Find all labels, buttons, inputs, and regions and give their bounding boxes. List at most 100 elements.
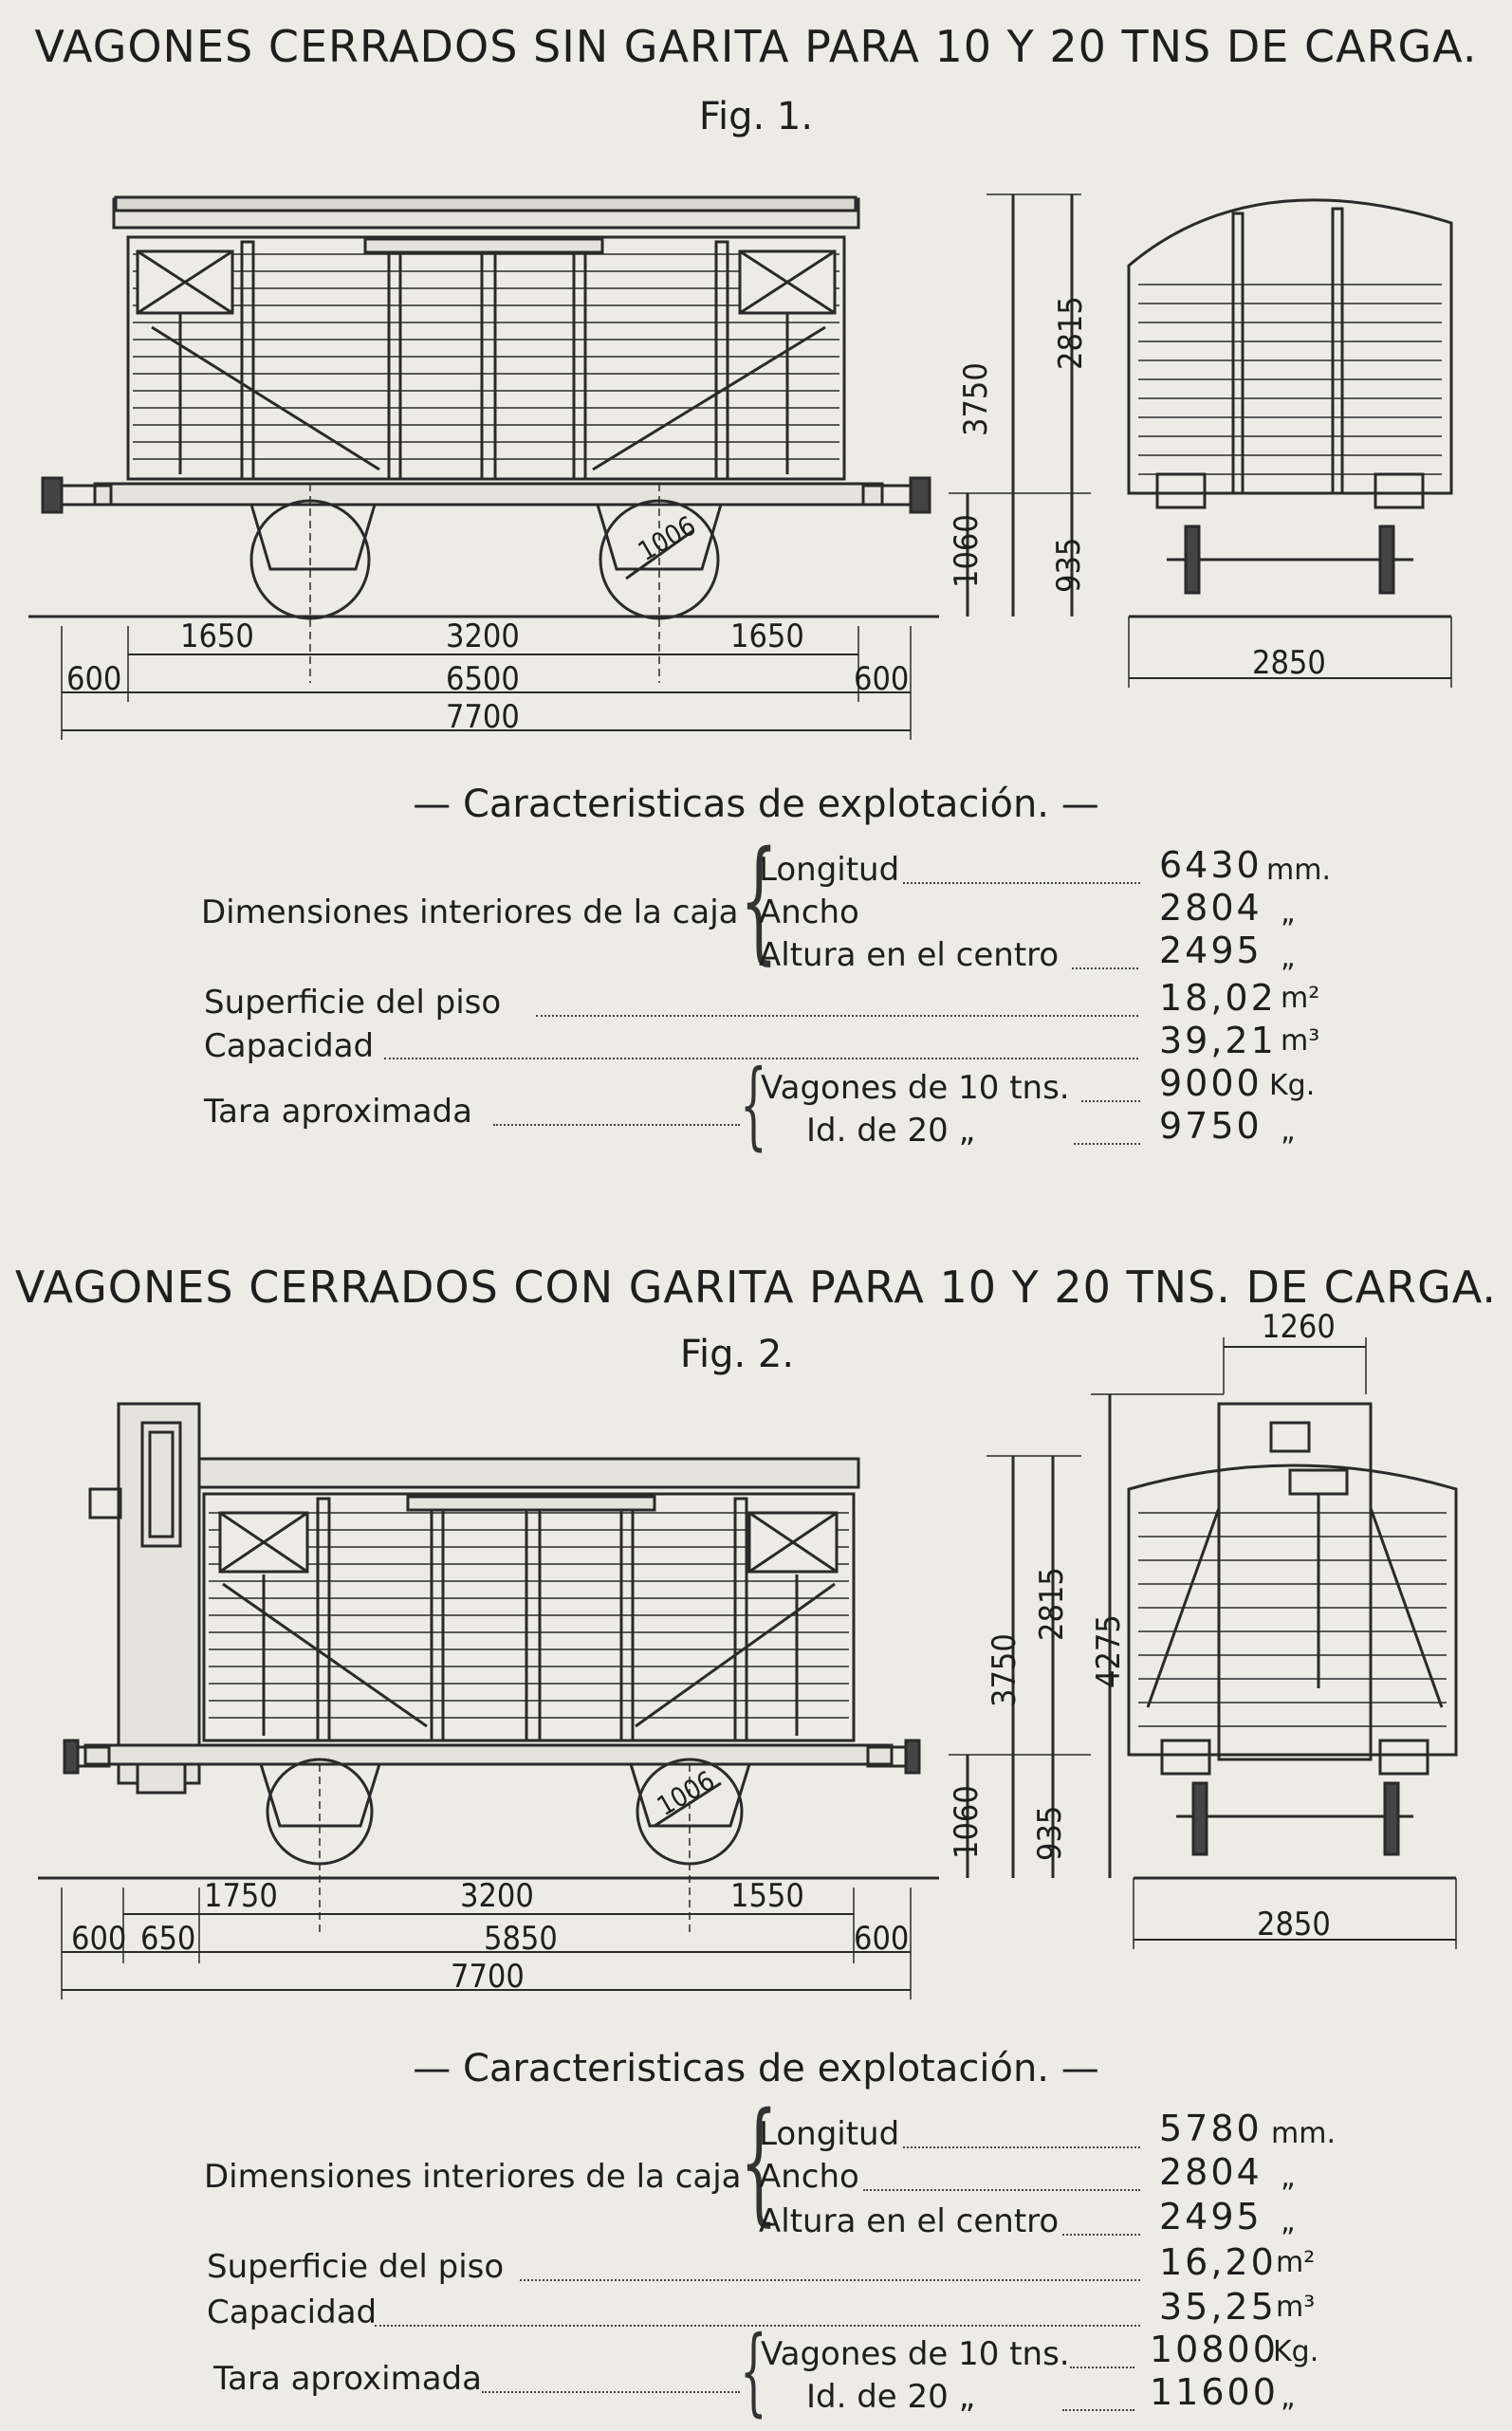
fig2-dim-overhang-left: 1750	[204, 1877, 278, 1915]
fig1-superficie-unit: m²	[1281, 982, 1320, 1015]
fig1-leader	[903, 882, 1140, 884]
fig2-dim-h-floor: 1060	[948, 1785, 986, 1859]
fig2-dim-wheel: 1006	[652, 1764, 720, 1822]
fig2-dim-buffer-right: 600	[854, 1920, 909, 1958]
fig2-altura-unit: „	[1281, 2205, 1296, 2238]
fig1-dim-overall: 7700	[446, 698, 520, 736]
fig2-leader	[375, 2325, 1140, 2327]
fig1-tara20-unit: „	[1281, 1114, 1296, 1148]
fig2-brace-tara: {	[740, 2315, 767, 2426]
fig2-dim-h-total: 3750	[986, 1633, 1023, 1707]
fig2-leader	[1070, 2367, 1134, 2368]
fig1-superficie: Superficie del piso	[204, 984, 502, 1022]
fig2-ancho-unit: „	[1281, 2161, 1296, 2194]
fig2-brace-dims: {	[740, 2085, 779, 2239]
fig1-dim-wheel: 1006	[633, 509, 701, 567]
fig1-leader	[1072, 967, 1138, 969]
fig2-title: VAGONES CERRADOS CON GARITA PARA 10 Y 20…	[14, 1262, 1498, 1313]
fig2-leader	[482, 2391, 740, 2393]
fig2-dim-label: Dimensiones interiores de la caja	[204, 2158, 742, 2196]
fig2-leader	[863, 2189, 1140, 2191]
fig1-dim-h-floor: 1060	[948, 514, 986, 588]
fig2-superficie-unit: m²	[1276, 2246, 1316, 2279]
fig1-altura-val: 2495	[1159, 930, 1263, 971]
fig1-dim-width: 2850	[1252, 644, 1326, 682]
fig2-tara10-val: 10800	[1150, 2329, 1279, 2370]
fig2-dim-overhang-right: 1550	[730, 1877, 804, 1915]
fig1-brace-dims: {	[740, 823, 779, 978]
fig2-dim-h-cab: 4275	[1090, 1614, 1128, 1688]
fig2-dim-h-body: 2815	[1033, 1567, 1071, 1641]
fig2-dim-overall: 7700	[451, 1958, 525, 1996]
fig2-ancho: Ancho	[759, 2158, 859, 2196]
fig1-longitud: Longitud	[759, 851, 900, 889]
fig1-tara10-val: 9000	[1159, 1062, 1263, 1104]
fig1-tara: Tara aproximada	[204, 1093, 472, 1131]
fig1-altura-unit: „	[1281, 941, 1296, 974]
fig2-leader	[1062, 2409, 1134, 2411]
fig2-capacidad-val: 35,25	[1159, 2286, 1277, 2328]
fig1-dim-h-under: 935	[1050, 538, 1088, 593]
fig1-longitud-val: 6430	[1159, 844, 1263, 886]
fig1-label: Fig. 1.	[698, 95, 814, 138]
fig1-longitud-unit: mm.	[1266, 854, 1331, 887]
fig2-tara20: Id. de 20 „	[806, 2378, 976, 2416]
fig1-dim-label: Dimensiones interiores de la caja	[201, 893, 739, 931]
fig2-ancho-val: 2804	[1159, 2151, 1263, 2193]
fig1-capacidad-val: 39,21	[1159, 1020, 1277, 1061]
fig2-drawing: 1260 4275 3750 2815 1060 935 1006 1750 3…	[38, 1308, 1458, 1999]
fig2-label: Fig. 2.	[679, 1333, 795, 1376]
fig1-drawing: 3750 2815 1060 935 1006 1650 3200 1650 6…	[28, 193, 1453, 740]
fig2-capacidad-unit: m³	[1276, 2291, 1316, 2324]
fig1-dim-wheelbase: 3200	[446, 617, 520, 655]
fig2-dim-cab: 650	[140, 1920, 195, 1958]
fig2-dim-frame: 5850	[484, 1920, 558, 1958]
fig1-tara10: Vagones de 10 tns.	[761, 1069, 1070, 1107]
fig1-title: VAGONES CERRADOS SIN GARITA PARA 10 Y 20…	[34, 21, 1478, 72]
fig2-leader	[520, 2279, 1140, 2281]
fig2-leader	[903, 2146, 1140, 2148]
fig2-tara10: Vagones de 10 tns.	[761, 2335, 1070, 2373]
fig1-dim-h-body: 2815	[1052, 296, 1090, 370]
fig2-longitud: Longitud	[759, 2115, 900, 2153]
fig2-tara10-unit: Kg.	[1273, 2335, 1319, 2368]
fig1-leader	[536, 1015, 1138, 1017]
fig2-altura-val: 2495	[1159, 2196, 1263, 2238]
fig2-tara: Tara aproximada	[213, 2360, 482, 2398]
fig2-superficie: Superficie del piso	[207, 2248, 505, 2286]
fig2-dim-wheelbase: 3200	[460, 1877, 534, 1915]
fig2-longitud-val: 5780	[1159, 2108, 1263, 2149]
fig1-tara20-val: 9750	[1159, 1105, 1263, 1147]
fig1-tara10-unit: Kg.	[1269, 1069, 1316, 1102]
fig1-leader	[1081, 1100, 1140, 1102]
fig1-altura: Altura en el centro	[759, 936, 1060, 974]
fig1-dim-h-total: 3750	[957, 362, 995, 436]
fig1-dim-overhang-right: 1650	[730, 617, 804, 655]
fig2-dim-width: 2850	[1257, 1906, 1331, 1943]
fig1-superficie-val: 18,02	[1159, 977, 1277, 1019]
fig1-dim-overhang-left: 1650	[180, 617, 254, 655]
fig1-ancho-val: 2804	[1159, 887, 1263, 929]
fig2-dim-cab-width: 1260	[1262, 1308, 1336, 1346]
fig1-dim-buffer-left: 600	[66, 660, 121, 698]
fig1-section-title: — Caracteristicas de explotación. —	[413, 783, 1099, 826]
fig2-superficie-val: 16,20	[1159, 2241, 1277, 2283]
fig2-dim-buffer-left: 600	[71, 1920, 126, 1958]
fig2-leader	[1062, 2234, 1140, 2236]
fig2-section-title: — Caracteristicas de explotación. —	[413, 2047, 1099, 2090]
fig1-leader	[493, 1124, 740, 1126]
fig1-tara20: Id. de 20 „	[806, 1112, 976, 1150]
fig2-dim-h-under: 935	[1031, 1806, 1069, 1861]
fig1-dim-buffer-right: 600	[854, 660, 909, 698]
fig1-leader	[1074, 1143, 1140, 1145]
fig2-tara20-val: 11600	[1150, 2371, 1279, 2413]
fig1-ancho: Ancho	[759, 893, 859, 931]
fig1-leader	[384, 1058, 1138, 1059]
fig1-dim-frame: 6500	[446, 660, 520, 698]
fig2-longitud-unit: mm.	[1271, 2117, 1336, 2150]
fig2-altura: Altura en el centro	[759, 2202, 1060, 2240]
fig1-brace-tara: {	[740, 1049, 767, 1160]
fig1-capacidad-unit: m³	[1281, 1024, 1320, 1058]
fig1-ancho-unit: „	[1281, 896, 1296, 930]
fig2-capacidad: Capacidad	[207, 2293, 378, 2331]
